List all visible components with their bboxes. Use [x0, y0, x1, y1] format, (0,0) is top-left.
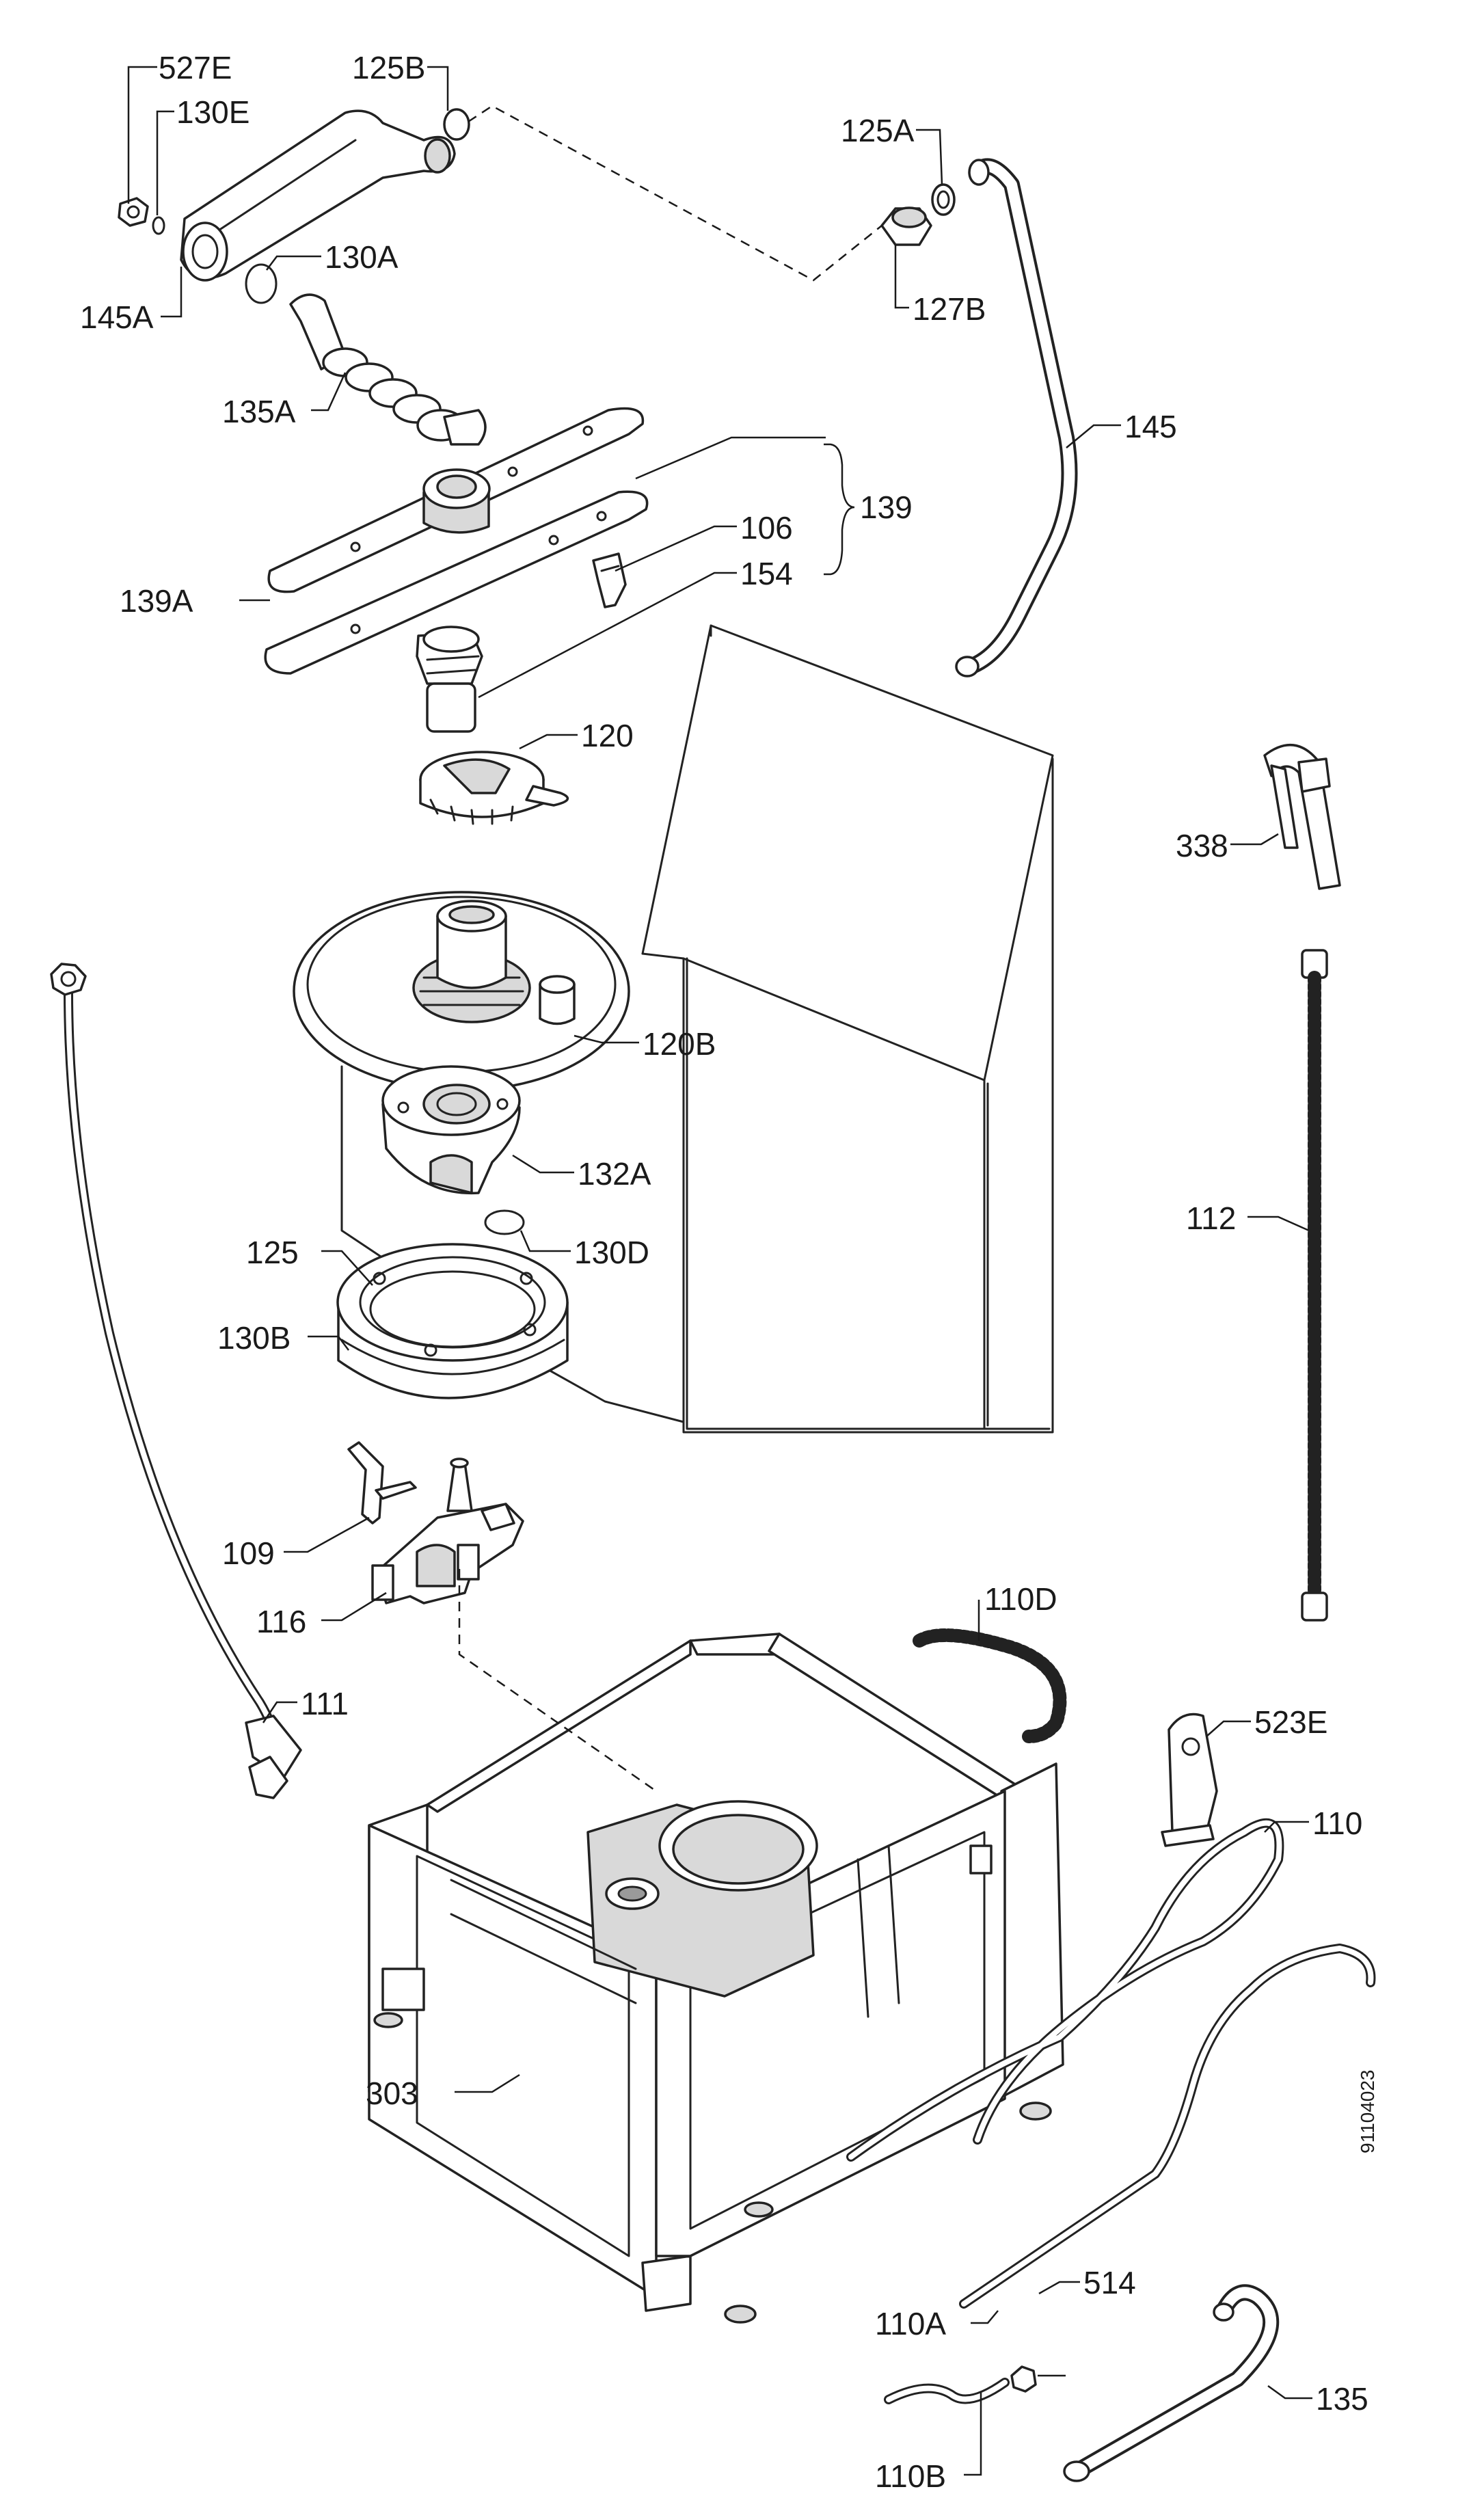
label-303: 303	[366, 2076, 418, 2111]
label-130a: 130A	[325, 239, 399, 275]
label-139: 139	[860, 489, 913, 525]
label-125: 125	[246, 1235, 299, 1270]
part-110b-hose	[884, 2378, 1010, 2404]
label-132a: 132A	[578, 1156, 651, 1192]
label-338: 338	[1176, 828, 1228, 863]
label-145: 145	[1124, 409, 1177, 444]
label-110: 110	[1312, 1805, 1362, 1841]
label-130b: 130B	[217, 1320, 291, 1356]
part-labels: 527E 130E 125B 145A 130A 135A 139 139A 1…	[80, 50, 1378, 2494]
label-120: 120	[581, 718, 634, 753]
label-130d: 130D	[574, 1235, 649, 1270]
part-130d-o-ring	[484, 1209, 525, 1235]
label-527e: 527E	[159, 50, 232, 85]
cabinet-outline	[340, 624, 1054, 1434]
label-135: 135	[1316, 2381, 1368, 2417]
part-145-supply-pipe	[955, 158, 1078, 677]
part-130a-o-ring	[245, 263, 278, 304]
part-135-hose	[1063, 2284, 1280, 2482]
part-303-base-frame	[368, 1633, 1064, 2324]
part-110a-wire	[959, 1944, 1376, 2309]
label-139a: 139A	[120, 583, 193, 619]
part-139-spray-arm	[264, 407, 649, 675]
label-154: 154	[740, 556, 793, 591]
part-135a-bellows	[289, 293, 487, 446]
part-110d-hose	[913, 1628, 1067, 1743]
part-111-drain-hose	[50, 963, 302, 1799]
label-110a: 110A	[875, 2306, 946, 2341]
part-132a-pump-housing	[381, 1065, 521, 1195]
label-110d: 110D	[984, 1581, 1057, 1617]
part-116-pump-base	[371, 1458, 524, 1604]
part-125a-seal	[931, 183, 956, 216]
part-145a-feed-pipe	[180, 109, 456, 282]
part-527e-nut	[118, 197, 149, 227]
part-130e-o-ring	[152, 216, 165, 235]
part-523e-bracket	[1161, 1713, 1218, 1847]
label-106: 106	[740, 510, 793, 546]
part-154-connector	[416, 626, 483, 733]
part-120-filter-nut	[419, 751, 569, 825]
label-116: 116	[256, 1604, 306, 1639]
part-127b-nut	[880, 206, 932, 246]
label-109: 109	[222, 1535, 275, 1571]
label-125b: 125B	[352, 50, 425, 85]
label-111: 111	[301, 1686, 349, 1721]
label-112: 112	[1186, 1200, 1236, 1236]
part-514-fitting	[1010, 2365, 1037, 2393]
document-code: 91104023	[1357, 2070, 1378, 2154]
part-106-clip	[592, 552, 627, 608]
label-135a: 135A	[222, 394, 296, 429]
leader-lines	[127, 66, 1312, 2476]
label-514: 514	[1083, 2265, 1136, 2300]
label-145a: 145A	[80, 299, 154, 335]
part-125-sump-ring	[336, 1243, 569, 1399]
label-127b: 127B	[913, 291, 986, 327]
part-120b-filter-plate	[293, 891, 630, 1092]
label-120b: 120B	[643, 1026, 716, 1062]
label-125a: 125A	[841, 113, 915, 148]
part-110-wire	[846, 1818, 1284, 2162]
part-338-hook	[1263, 743, 1341, 890]
label-110b: 110B	[875, 2458, 946, 2494]
part-112-corrugated-hose	[1301, 949, 1328, 1622]
label-523e: 523E	[1254, 1704, 1327, 1740]
part-125b-seal	[443, 108, 470, 141]
part-109-bracket	[347, 1441, 417, 1525]
label-130e: 130E	[176, 94, 249, 130]
